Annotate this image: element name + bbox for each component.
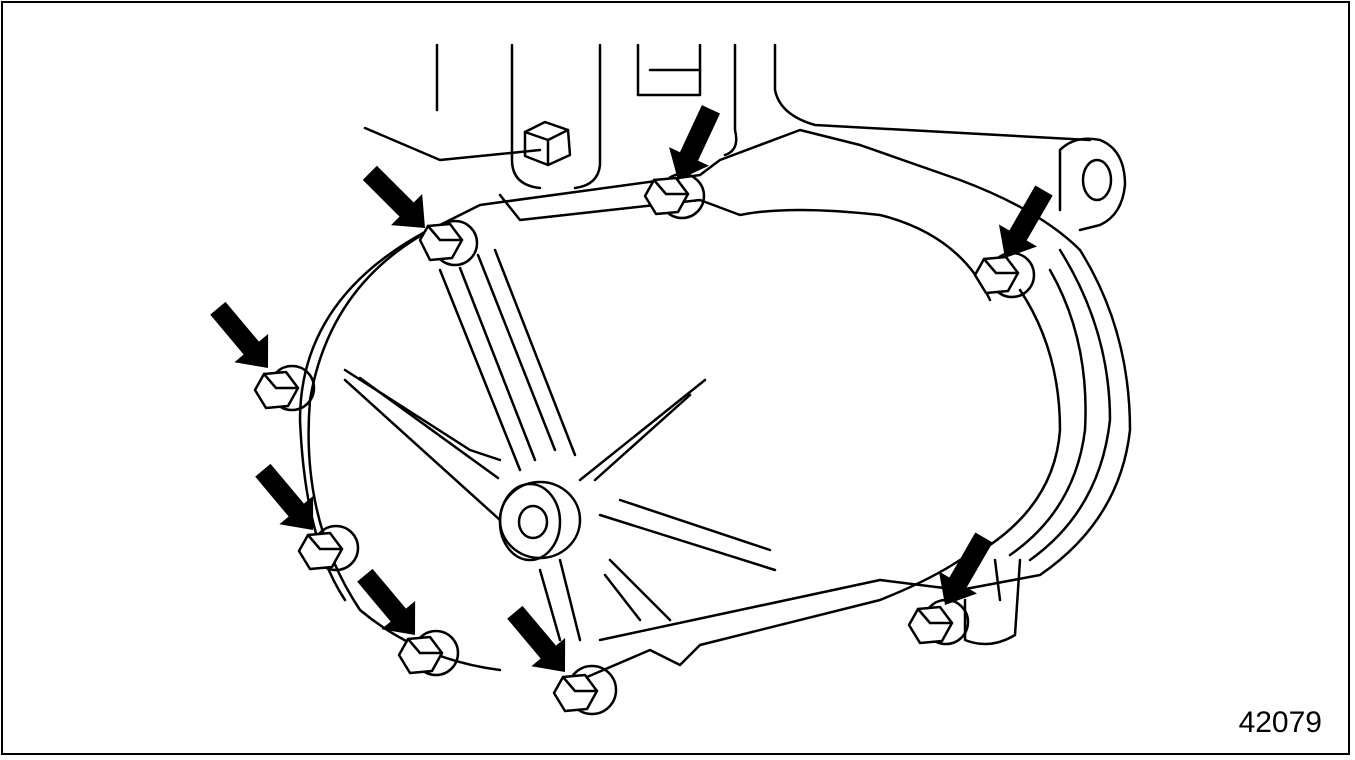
bolt-icon — [907, 598, 970, 646]
arrow-icon — [998, 185, 1053, 258]
bolts — [253, 172, 1036, 716]
bolt-icon — [297, 524, 360, 572]
bolt-icon — [523, 120, 572, 167]
arrow-icon — [507, 605, 566, 672]
figure-number: 42079 — [1238, 706, 1322, 739]
arrow-icon — [357, 568, 416, 635]
bolt-icon — [253, 364, 316, 412]
bolt-icon — [552, 664, 618, 716]
arrow-icon — [255, 463, 314, 530]
bolt-icon — [643, 172, 706, 220]
center-boss — [498, 480, 582, 562]
arrow-icon — [362, 165, 425, 228]
bolt-icon — [418, 219, 479, 267]
arrow-icon — [669, 105, 721, 180]
housing-outline — [298, 128, 1132, 682]
bolt-icon — [397, 629, 460, 677]
housing-ribs — [343, 248, 777, 642]
upper-structure — [363, 43, 1092, 190]
bolt-icon — [973, 251, 1036, 299]
arrow-icon — [938, 532, 993, 605]
arrows — [210, 105, 1053, 672]
arrow-icon — [210, 301, 269, 368]
